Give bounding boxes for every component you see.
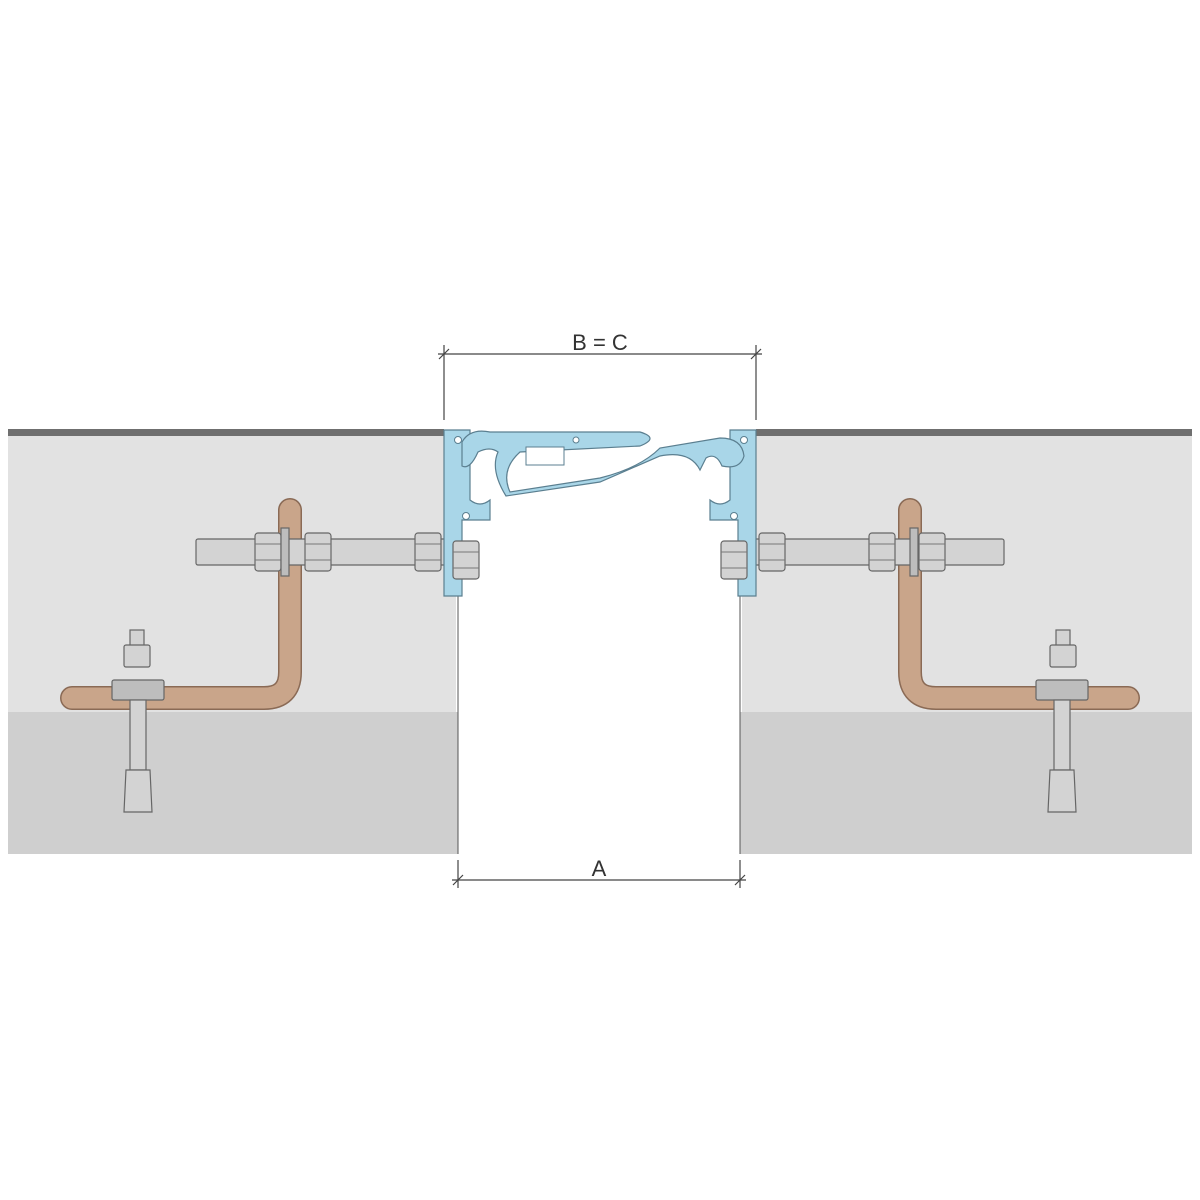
left-expansion-anchor <box>111 629 165 813</box>
left-nut-1 <box>254 532 282 572</box>
right-screed <box>742 436 1192 712</box>
right-washer-1 <box>909 527 919 577</box>
left-slab <box>8 712 458 854</box>
joint-profile <box>443 429 757 597</box>
dimension-top: B = C <box>438 330 762 420</box>
left-profile-nut <box>452 540 480 580</box>
dimension-bottom: A <box>452 856 746 888</box>
right-surface-line <box>756 429 1192 436</box>
dimension-label-a: A <box>592 856 607 881</box>
right-nut-2 <box>868 532 896 572</box>
left-nut-2 <box>304 532 332 572</box>
left-washer-1 <box>280 527 290 577</box>
left-surface-line <box>8 429 444 436</box>
left-screed <box>8 436 456 712</box>
right-floor-section <box>739 429 1192 854</box>
right-nut-3 <box>918 532 946 572</box>
right-anchoring <box>749 498 1140 813</box>
right-expansion-anchor <box>1035 629 1089 813</box>
profile-slot <box>525 446 565 466</box>
right-profile-nut <box>720 540 748 580</box>
profile-cover-plate <box>461 430 745 497</box>
right-nut-1 <box>758 532 786 572</box>
left-floor-section <box>8 429 459 854</box>
right-slab <box>740 712 1192 854</box>
left-anchoring <box>60 498 451 813</box>
dimension-label-bc: B = C <box>572 330 628 355</box>
left-nut-3 <box>414 532 442 572</box>
